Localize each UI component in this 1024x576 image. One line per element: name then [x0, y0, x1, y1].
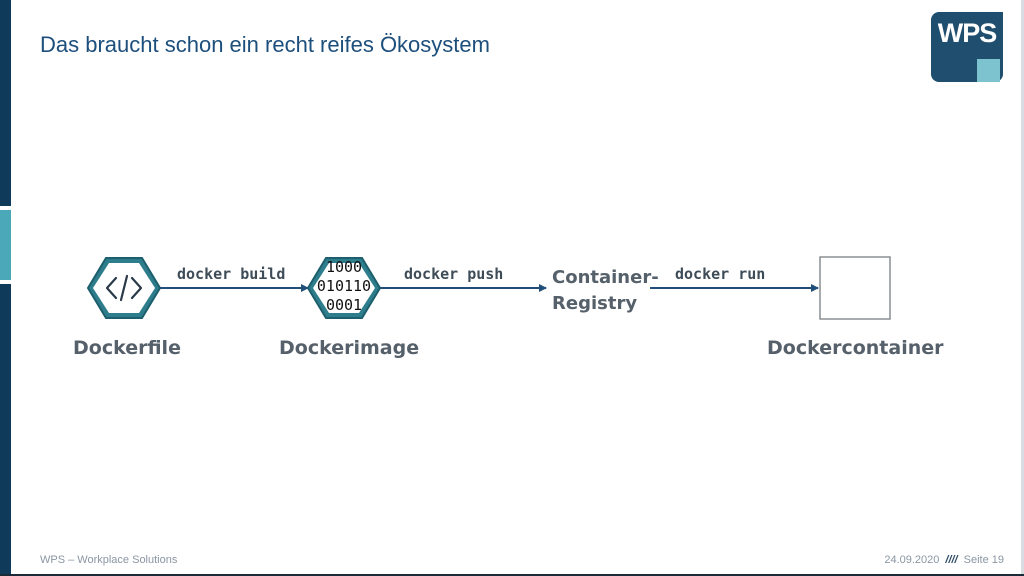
bottom-edge — [0, 574, 1024, 576]
code-icon — [105, 274, 143, 302]
left-gap-bottom — [0, 280, 11, 284]
dockercontainer-box — [819, 256, 891, 320]
dockerimage-label: Dockerimage — [279, 337, 420, 359]
logo-text: WPS — [937, 18, 998, 48]
registry-line-2: Registry — [552, 293, 638, 314]
binary-line-1: 1000 — [325, 258, 363, 276]
footer-company: WPS – Workplace Solutions — [40, 554, 178, 566]
left-sidebar-bar — [0, 0, 11, 576]
dockerimage-hexagon — [306, 257, 382, 319]
right-edge — [1021, 0, 1024, 576]
footer-separator: //// — [945, 554, 958, 566]
left-gap-top — [0, 206, 11, 210]
registry-node: Container- Registry — [552, 265, 659, 317]
footer-meta: 24.09.2020 //// Seite 19 — [884, 554, 1004, 566]
dockercontainer-label: Dockercontainer — [767, 337, 944, 359]
binary-line-2: 010110 — [316, 277, 372, 295]
footer-page: Seite 19 — [963, 554, 1004, 566]
logo-square — [977, 59, 1000, 82]
binary-text: 1000 010110 0001 — [305, 258, 383, 315]
edge-label-push: docker push — [404, 265, 504, 283]
registry-line-1: Container- — [552, 267, 659, 288]
slide-title: Das braucht schon ein recht reifes Ökosy… — [40, 32, 490, 57]
footer-date: 24.09.2020 — [884, 554, 940, 566]
edge-label-run: docker run — [675, 265, 766, 283]
binary-line-3: 0001 — [325, 296, 363, 314]
dockerfile-label: Dockerfile — [73, 337, 181, 359]
edge-label-build: docker build — [177, 265, 286, 283]
left-accent-bar — [0, 210, 11, 280]
